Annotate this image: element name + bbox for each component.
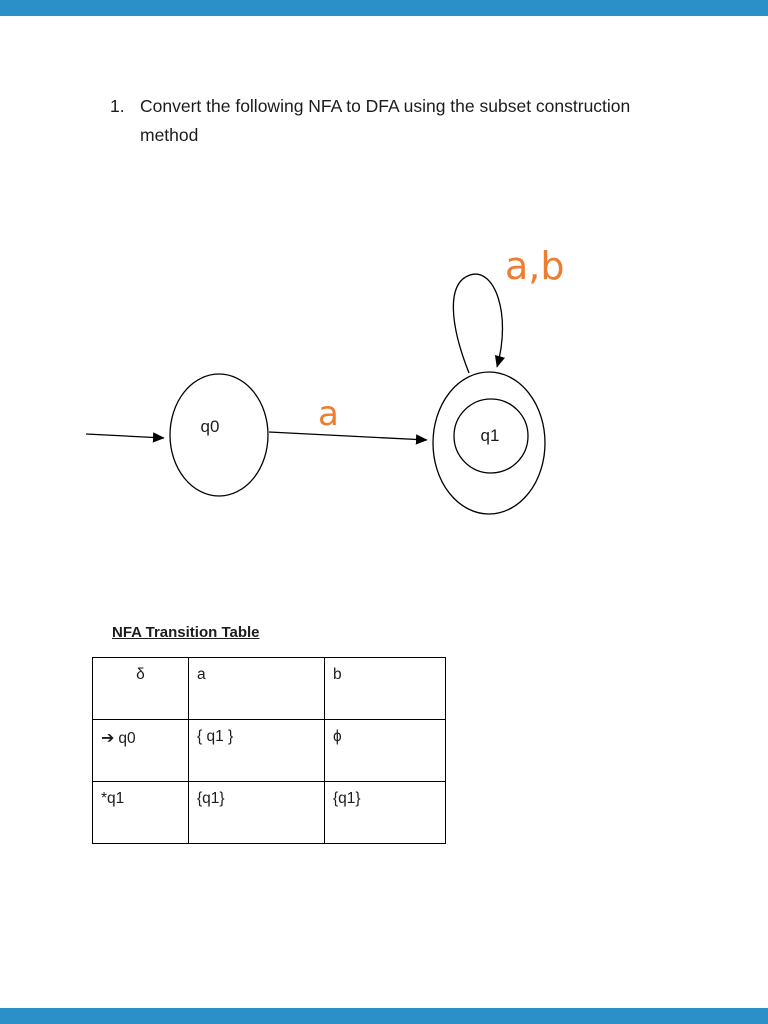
state-q0-label: q0 — [201, 417, 220, 436]
cell-q0-state: ➔q0 — [92, 719, 189, 782]
bottom-bar — [0, 1008, 768, 1024]
table-row-q1: *q1 {q1} {q1} — [92, 781, 446, 844]
cell-q1-on-b: {q1} — [324, 781, 446, 844]
question-line-2: method — [140, 125, 199, 145]
question: 1. Convert the following NFA to DFA usin… — [110, 92, 690, 150]
nfa-diagram-svg: q0 a q1 a,b — [85, 244, 565, 515]
cell-q0-state-label: q0 — [118, 730, 136, 747]
cell-q0-on-b: ϕ — [324, 719, 446, 782]
header-delta: δ — [92, 657, 189, 720]
state-q1-label: q1 — [481, 426, 500, 445]
self-loop-arrow — [452, 273, 505, 374]
cell-q1-on-a: {q1} — [188, 781, 325, 844]
transition-a-arrow — [268, 431, 428, 445]
question-line-1: Convert the following NFA to DFA using t… — [140, 96, 631, 116]
header-b: b — [324, 657, 446, 720]
nfa-diagram: q0 a q1 a,b — [0, 225, 768, 545]
state-q1-outer-circle — [432, 371, 546, 515]
question-text: Convert the following NFA to DFA using t… — [140, 92, 690, 150]
state-q0-circle — [169, 373, 269, 497]
start-state-arrow-icon: ➔ — [101, 730, 115, 747]
question-number: 1. — [110, 96, 125, 116]
state-q1-inner-circle — [453, 398, 529, 474]
table-title: NFA Transition Table — [112, 624, 260, 641]
header-a: a — [188, 657, 325, 720]
self-loop-label: a,b — [505, 244, 565, 288]
nfa-transition-table: δ a b ➔q0 { q1 } ϕ *q1 {q1} {q1} — [92, 657, 446, 844]
table-header-row: δ a b — [92, 657, 446, 720]
cell-q0-on-a: { q1 } — [188, 719, 325, 782]
top-bar — [0, 0, 768, 16]
transition-a-label: a — [318, 394, 339, 434]
cell-q1-state: *q1 — [92, 781, 189, 844]
start-arrow — [85, 432, 165, 443]
table-row-q0: ➔q0 { q1 } ϕ — [92, 719, 446, 782]
